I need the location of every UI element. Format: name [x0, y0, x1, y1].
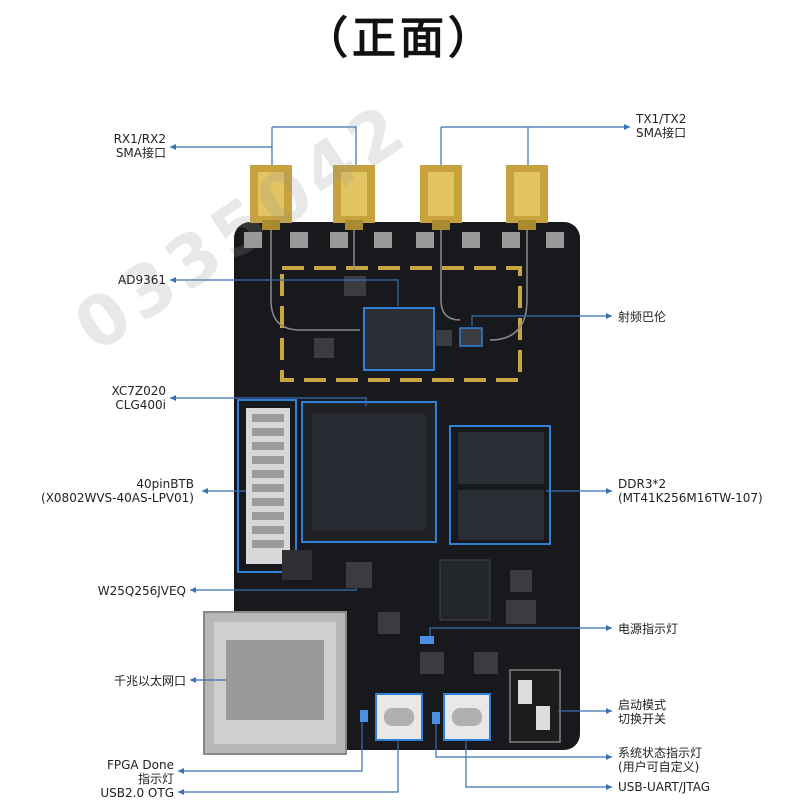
power-led — [420, 636, 434, 644]
label-usb-uart: USB-UART/JTAG — [618, 780, 711, 794]
ethernet-port — [203, 611, 347, 755]
page-title: （正面） — [304, 13, 496, 64]
label-usb-otg: USB2.0 OTG — [100, 786, 174, 800]
usb-otg-port — [375, 693, 423, 741]
status-led — [432, 712, 440, 724]
label-power-led: 电源指示灯 — [618, 622, 679, 636]
ddr3-outline — [449, 425, 551, 545]
sma-connector-tx1 — [420, 165, 462, 230]
label-ddr3: DDR3*2(MT41K256M16TW-107) — [618, 477, 763, 505]
ddr3-chip-1 — [458, 432, 544, 484]
rf-chip-small-1 — [344, 276, 366, 296]
ddr3-chip-2 — [458, 490, 544, 540]
flash-chip — [346, 562, 372, 588]
ad9361-chip — [363, 307, 435, 371]
label-status-led: 系统状态指示灯(用户可自定义) — [618, 746, 703, 774]
label-ethernet: 千兆以太网口 — [113, 674, 186, 688]
rf-shield-outline — [280, 266, 522, 382]
sma-connector-tx2 — [506, 165, 548, 230]
label-flash: W25Q256JVEQ — [97, 584, 186, 598]
label-ad9361: AD9361 — [118, 273, 166, 287]
boot-mode-switch — [509, 669, 561, 743]
usb-uart-port — [443, 693, 491, 741]
sma-connector-rx2 — [333, 165, 375, 230]
btb-connector — [237, 399, 297, 573]
sma-connector-rx1 — [250, 165, 292, 230]
fpga-done-led — [360, 710, 368, 722]
balun-chip — [459, 327, 483, 347]
label-balun: 射频巴伦 — [618, 310, 667, 324]
label-boot-switch: 启动模式切换开关 — [618, 698, 667, 726]
label-btb: 40pinBTB(X0802WVS-40AS-LPV01) — [41, 477, 194, 505]
